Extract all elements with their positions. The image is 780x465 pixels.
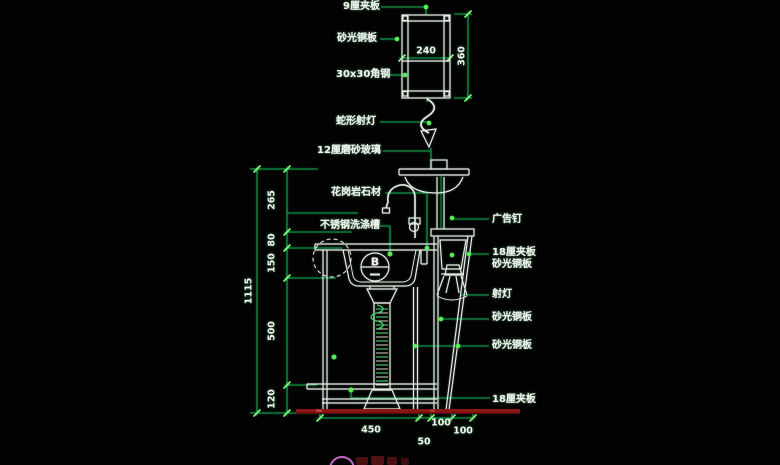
snake-lamp <box>420 98 436 134</box>
dim-50: 50 <box>417 436 431 448</box>
dim-100b: 100 <box>453 425 473 437</box>
dim-80: 80 <box>266 233 278 247</box>
callout-18mm-plywood: 18厘夹板 <box>492 247 536 258</box>
object-lines <box>306 14 475 411</box>
section-mark-b: B <box>370 255 380 269</box>
callout-stainless-sink: 不锈钢洗涤槽 <box>320 220 380 231</box>
sign-spotlight <box>444 264 463 276</box>
dim-450: 450 <box>361 424 381 436</box>
right-leg <box>412 287 419 410</box>
faucet <box>385 184 416 238</box>
callout-sanded-copper-low: 砂光铜板 <box>492 340 532 351</box>
dim-265: 265 <box>266 190 278 210</box>
watermark <box>329 456 409 465</box>
leader-dots <box>331 4 472 393</box>
callout-granite: 花岗岩石材 <box>331 187 381 198</box>
dim-120: 120 <box>266 389 278 409</box>
callout-9mm-plywood: 9厘夹板 <box>343 1 380 12</box>
callout-frosted-glass: 12厘磨砂玻璃 <box>317 145 381 156</box>
callout-snake-spotlight: 蛇形射灯 <box>336 116 376 127</box>
dim-150: 150 <box>266 253 278 273</box>
callout-ad-pin: 广告钉 <box>492 214 522 225</box>
callout-sanded-copper-sign: 砂光铜板 <box>492 259 532 270</box>
dim-box-height: 360 <box>456 46 468 66</box>
left-leg <box>322 250 328 410</box>
callout-angle-steel: 30x30角钢 <box>336 69 391 80</box>
dim-100a: 100 <box>431 417 451 429</box>
pipe-ribs <box>370 304 388 386</box>
callout-sanded-copper-mid: 砂光铜板 <box>492 312 532 323</box>
ground-line <box>296 409 520 414</box>
sink-bowl <box>342 249 421 287</box>
dim-overall-1115: 1115 <box>243 277 255 305</box>
dim-box-width: 240 <box>416 45 436 57</box>
callout-spotlight: 射灯 <box>492 289 512 300</box>
callout-18mm-plywood-base: 18厘夹板 <box>492 394 536 405</box>
dim-500: 500 <box>266 321 278 341</box>
callout-sanded-copper-top: 砂光铜板 <box>337 33 377 44</box>
